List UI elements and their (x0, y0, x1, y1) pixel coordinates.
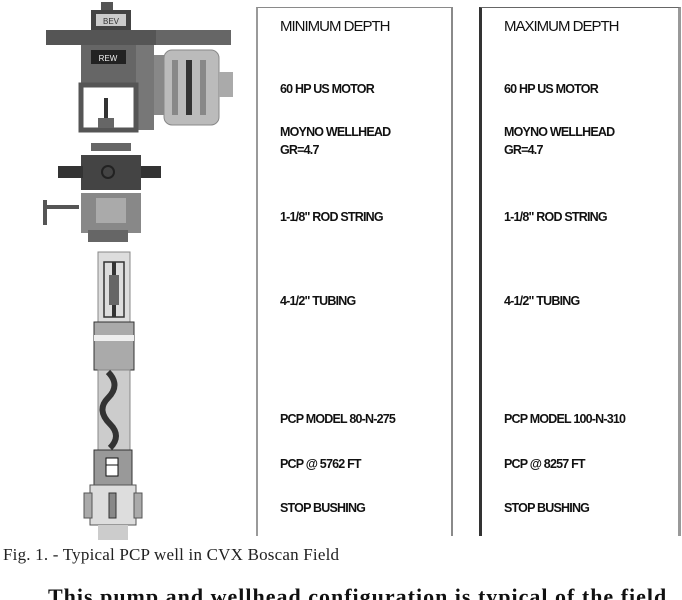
min-stop-bushing-label: STOP BUSHING (280, 501, 366, 515)
min-pcp-model-label: PCP MODEL 80-N-275 (280, 412, 396, 426)
figure-caption: Fig. 1. - Typical PCP well in CVX Boscan… (3, 545, 340, 564)
min-pcp-depth-label: PCP @ 5762 FT (280, 457, 362, 471)
max-motor-label: 60 HP US MOTOR (504, 82, 599, 96)
min-tubing-label: 4-1/2" TUBING (280, 294, 356, 308)
pcp-well-figure: BEV REW (43, 2, 681, 540)
maximum-depth-title: MAXIMUM DEPTH (504, 18, 619, 35)
pcp-well-drawing: BEV REW (43, 2, 233, 540)
max-tubing-label: 4-1/2" TUBING (504, 294, 580, 308)
max-gear-ratio-label: GR=4.7 (504, 143, 543, 157)
max-wellhead-label: MOYNO WELLHEAD (504, 125, 615, 139)
max-stop-bushing-label: STOP BUSHING (504, 501, 590, 515)
minimum-depth-panel: MINIMUM DEPTH 60 HP US MOTOR MOYNO WELLH… (256, 7, 453, 536)
min-motor-label: 60 HP US MOTOR (280, 82, 375, 96)
max-pcp-model-label: PCP MODEL 100-N-310 (504, 412, 626, 426)
max-pcp-depth-label: PCP @ 8257 FT (504, 457, 586, 471)
max-rod-string-label: 1-1/8" ROD STRING (504, 210, 608, 224)
min-rod-string-label: 1-1/8" ROD STRING (280, 210, 384, 224)
body-text-partial: This pump and wellhead configuration is … (48, 586, 668, 600)
maximum-depth-panel: MAXIMUM DEPTH 60 HP US MOTOR MOYNO WELLH… (479, 7, 681, 536)
min-gear-ratio-label: GR=4.7 (280, 143, 319, 157)
svg-text:BEV: BEV (103, 17, 120, 26)
min-wellhead-label: MOYNO WELLHEAD (280, 125, 391, 139)
svg-text:REW: REW (99, 54, 118, 63)
minimum-depth-title: MINIMUM DEPTH (280, 18, 390, 35)
